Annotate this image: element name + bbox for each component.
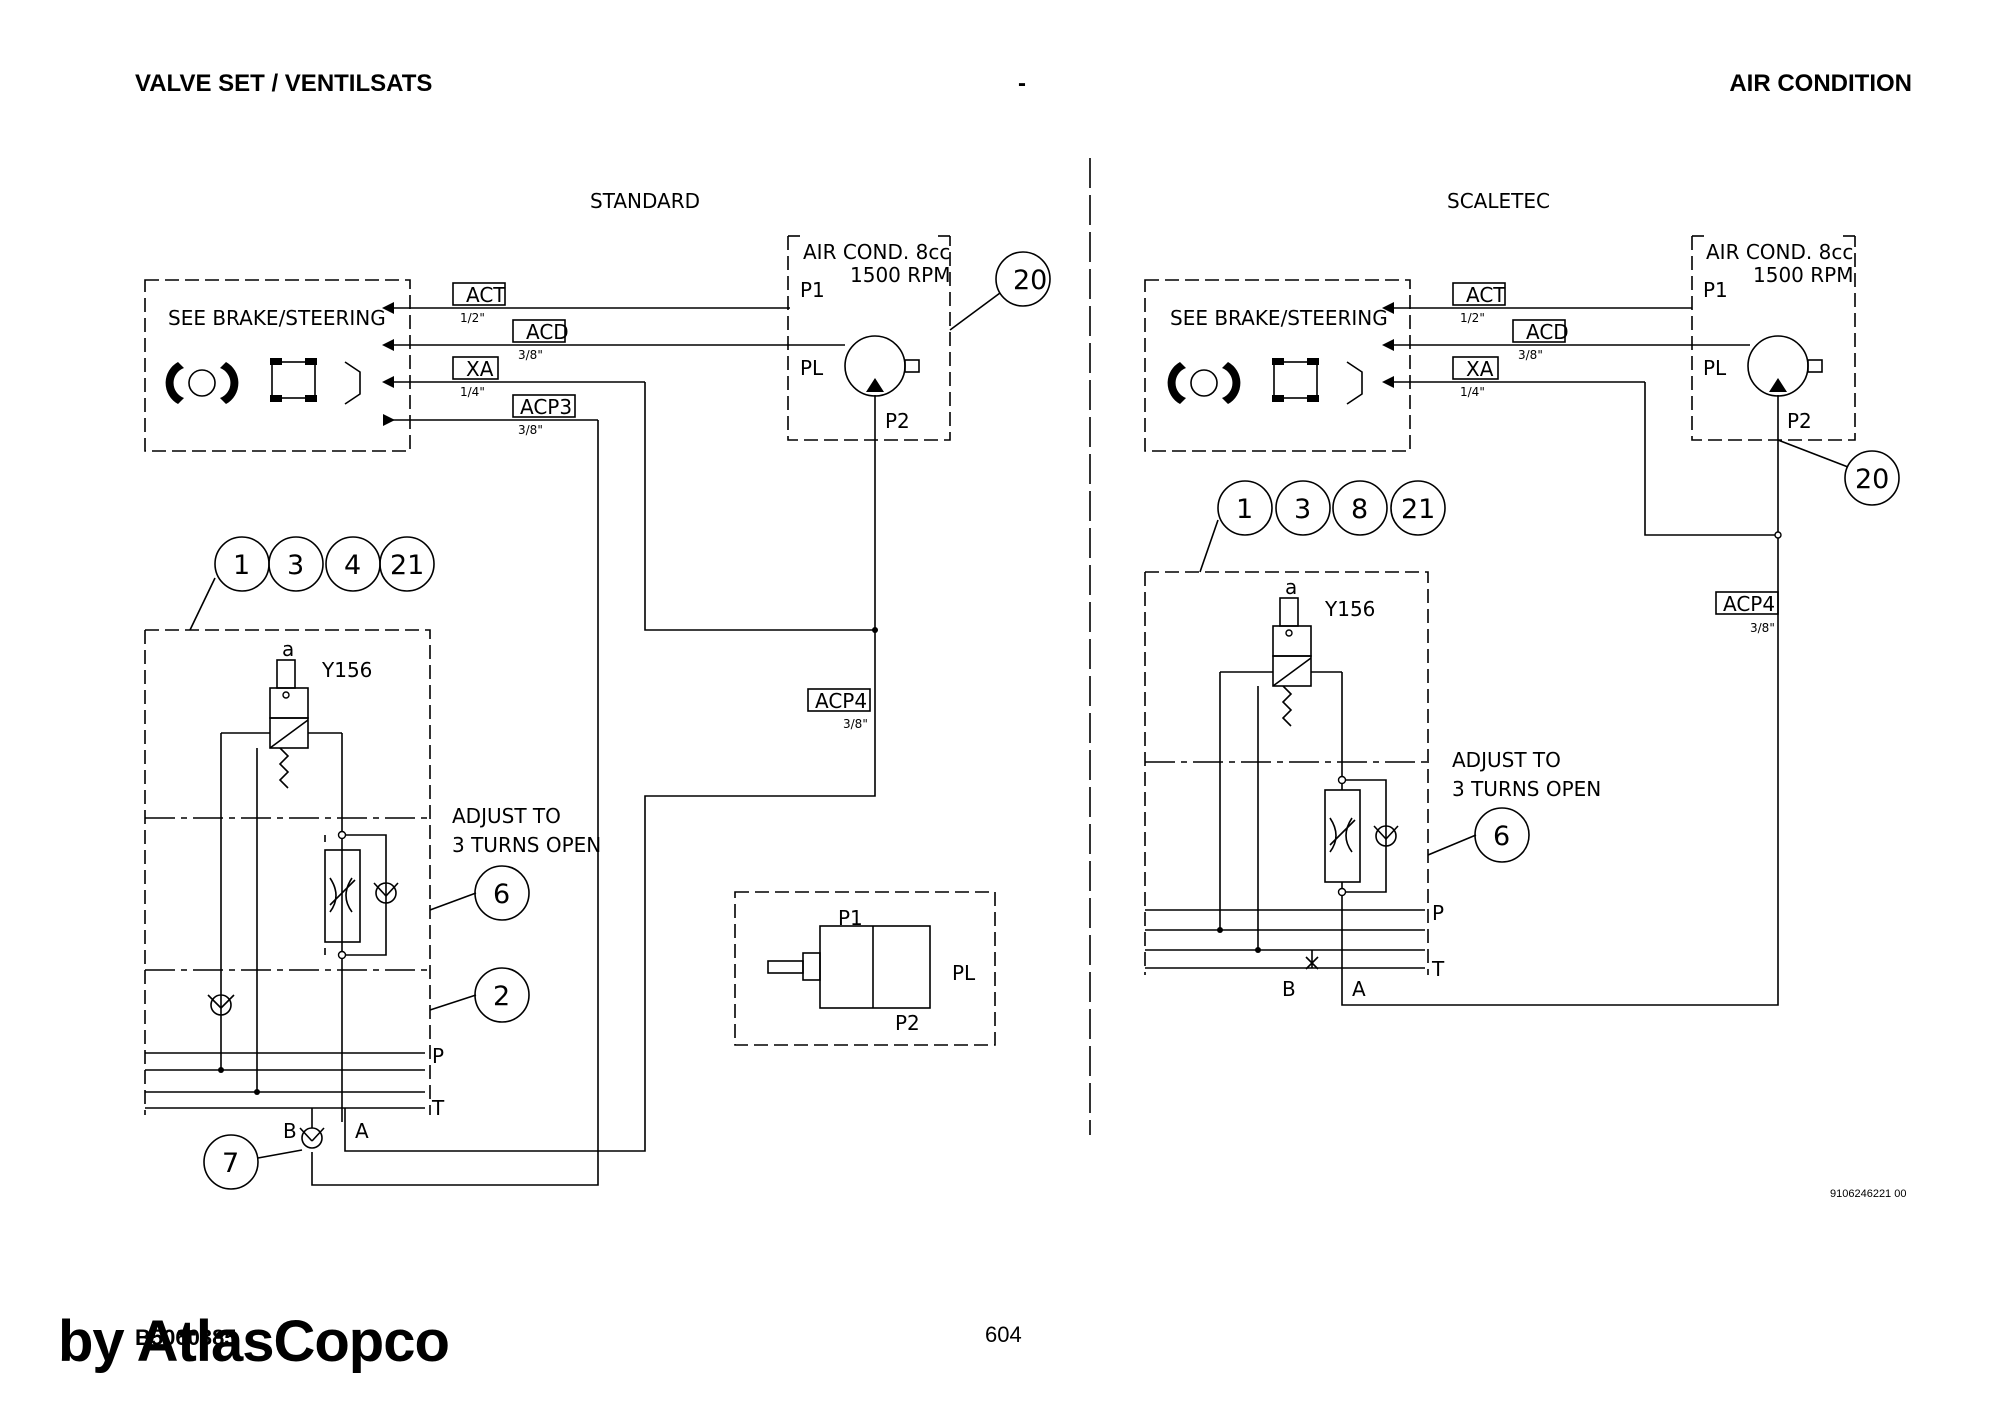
size-acp4-right: 3/8" — [1750, 621, 1775, 635]
tag-acd-left: ACD — [526, 320, 569, 344]
tag-act-right: ACT — [1466, 283, 1506, 307]
solenoid-label-left: Y156 — [321, 658, 372, 682]
callout-7-left: 7 — [222, 1148, 239, 1179]
callout-20-left-text: 20 — [1013, 265, 1047, 296]
motor-p2: P2 — [895, 1011, 920, 1035]
pump-box-left — [787, 236, 951, 441]
solenoid-side-left: a — [282, 637, 294, 661]
brake-box-label-right: SEE BRAKE/STEERING — [1170, 306, 1388, 330]
valve-block-left — [144, 629, 431, 1115]
pump-label2-right: 1500 RPM — [1753, 263, 1853, 287]
callout-20-right-text: 20 — [1855, 464, 1889, 495]
callout-6-right: 6 — [1493, 821, 1510, 852]
pump-label1-left: AIR COND. 8cc — [803, 240, 950, 264]
line-xa-route-left — [644, 382, 875, 631]
callout-3-left: 3 — [287, 550, 304, 581]
brake-box-label-left: SEE BRAKE/STEERING — [168, 306, 386, 330]
header-title: VALVE SET / VENTILSATS — [135, 70, 433, 97]
adjust-line1-left: ADJUST TO — [452, 804, 561, 828]
tag-act-left: ACT — [466, 283, 506, 307]
tag-acp3-left: ACP3 — [520, 395, 572, 419]
tag-acp4-right: ACP4 — [1723, 592, 1775, 616]
header-section: AIR CONDITION — [1729, 70, 1912, 97]
callout-6-left: 6 — [493, 879, 510, 910]
adjust-line2-left: 3 TURNS OPEN — [452, 833, 601, 857]
motor-pl: PL — [952, 961, 976, 985]
port-a-left: A — [355, 1119, 369, 1143]
header-separator: - — [1018, 70, 1026, 97]
callout-21-left: 21 — [390, 550, 424, 581]
tag-xa-left: XA — [466, 357, 494, 381]
solenoid-side-right: a — [1285, 575, 1297, 599]
adjust-line2-right: 3 TURNS OPEN — [1452, 777, 1601, 801]
port-b-left: B — [283, 1119, 297, 1143]
diagram-title-standard: STANDARD — [590, 189, 700, 213]
callout-8-right: 8 — [1351, 494, 1368, 525]
callout-4-left: 4 — [344, 550, 361, 581]
port-p-left: P — [432, 1044, 444, 1068]
pump-p1-left: P1 — [800, 278, 825, 302]
pump-box-right — [1691, 236, 1856, 441]
size-acp4-left: 3/8" — [843, 717, 868, 731]
drawing-number: 9106246221 00 — [1830, 1188, 1907, 1200]
pump-p2-left: P2 — [885, 409, 910, 433]
pump-pl-left: PL — [800, 356, 824, 380]
pump-label1-right: AIR COND. 8cc — [1706, 240, 1853, 264]
pump-p1-right: P1 — [1703, 278, 1728, 302]
size-acd-right: 3/8" — [1518, 348, 1543, 362]
tag-xa-right: XA — [1466, 357, 1494, 381]
size-acd-left: 3/8" — [518, 348, 543, 362]
brake-steering-box-left — [144, 279, 411, 452]
port-a-right: A — [1352, 977, 1366, 1001]
size-act-left: 1/2" — [460, 311, 485, 325]
port-p-right: P — [1432, 901, 1444, 925]
brake-steering-box-right — [1144, 279, 1411, 452]
size-xa-right: 1/4" — [1460, 385, 1485, 399]
valve-block-right — [1144, 571, 1429, 975]
size-xa-left: 1/4" — [460, 385, 485, 399]
solenoid-label-right: Y156 — [1324, 597, 1375, 621]
port-t-left: T — [431, 1096, 445, 1120]
page-number: 604 — [985, 1322, 1022, 1347]
callout-1-right: 1 — [1236, 494, 1253, 525]
callout-3-right: 3 — [1294, 494, 1311, 525]
document-number: B5060385 — [135, 1325, 237, 1350]
tag-acd-right: ACD — [1526, 320, 1569, 344]
pump-pl-right: PL — [1703, 356, 1727, 380]
callout-21-right: 21 — [1401, 494, 1435, 525]
brand-watermark: by AtlasCopco — [58, 1309, 450, 1374]
port-t-right: T — [1431, 957, 1445, 981]
adjust-line1-right: ADJUST TO — [1452, 748, 1561, 772]
callout-20-left — [995, 251, 1051, 307]
pump-p2-right: P2 — [1787, 409, 1812, 433]
callout-1-left: 1 — [233, 550, 250, 581]
diagram-title-scaletec: SCALETEC — [1447, 189, 1550, 213]
motor-detail-box — [734, 891, 996, 1046]
motor-p1: P1 — [838, 906, 863, 930]
size-act-right: 1/2" — [1460, 311, 1485, 325]
size-acp3-left: 3/8" — [518, 423, 543, 437]
pump-label2-left: 1500 RPM — [850, 263, 950, 287]
callout-2-left: 2 — [493, 981, 510, 1012]
port-b-right: B — [1282, 977, 1296, 1001]
tag-acp4-left: ACP4 — [815, 689, 867, 713]
